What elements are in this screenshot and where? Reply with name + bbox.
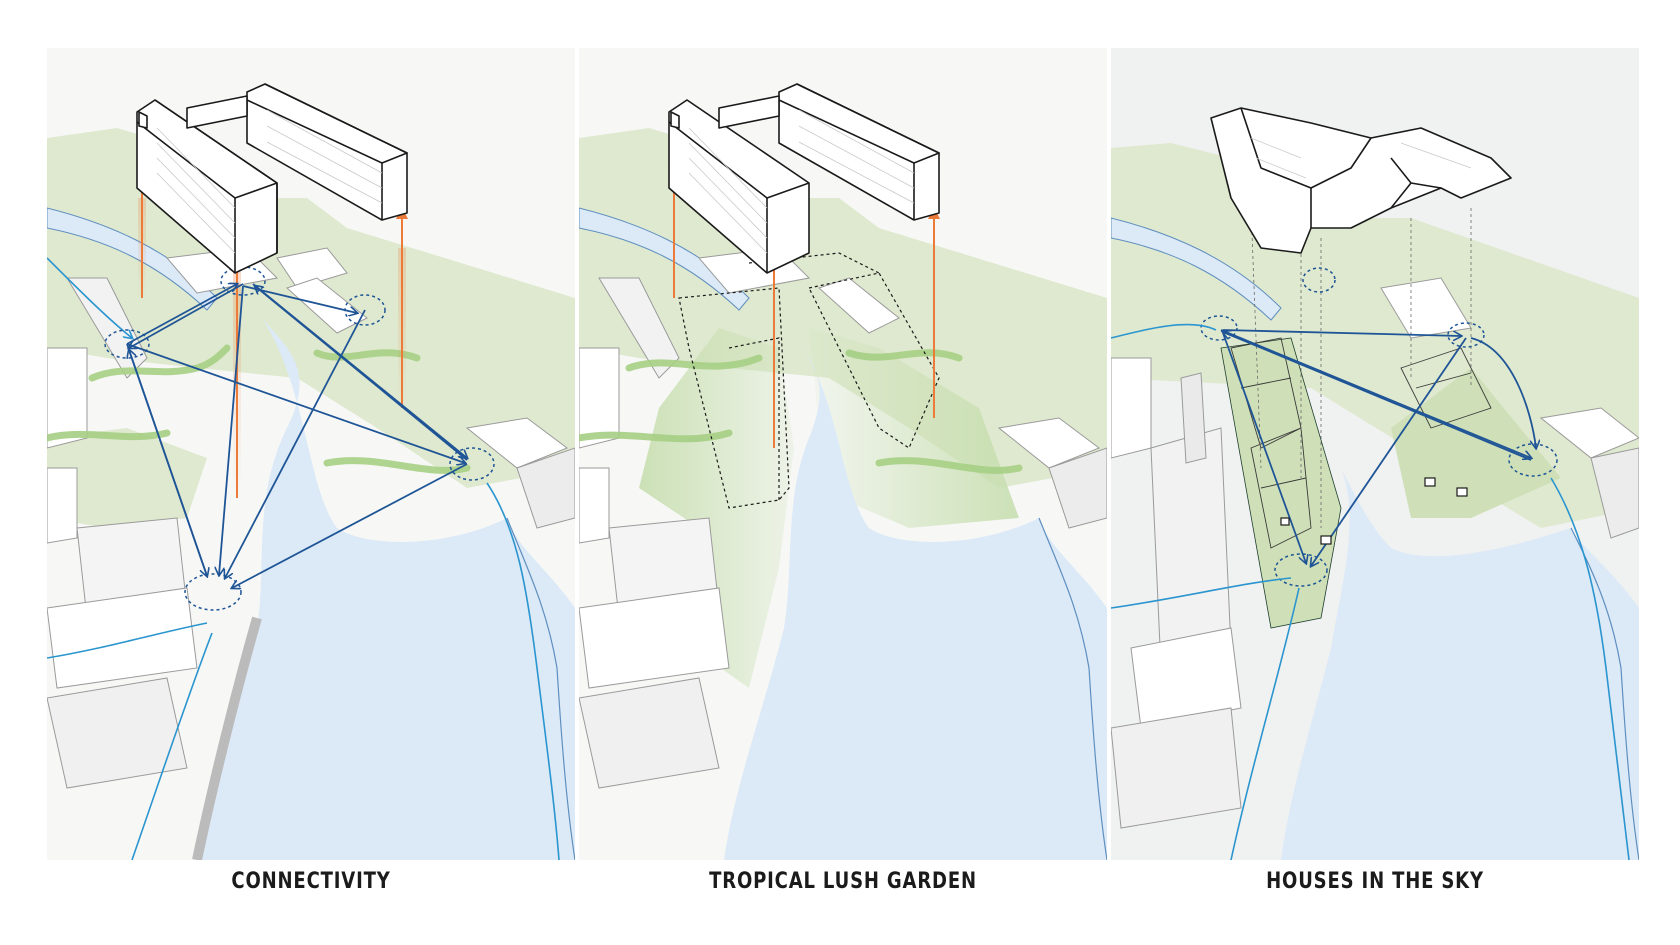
shoreline: [1038, 517, 1107, 860]
water-body: [724, 338, 1107, 860]
canal: [47, 207, 218, 311]
small-pavilions: [1280, 477, 1468, 545]
panel-connectivity: [47, 48, 575, 860]
houses-in-sky-diagram: [1111, 48, 1639, 860]
road: [192, 616, 262, 860]
green-land-left: [47, 428, 207, 528]
caption-houses-in-the-sky: HOUSES IN THE SKY: [1266, 869, 1484, 894]
shoreline: [1570, 527, 1639, 860]
light-blue-path: [486, 482, 560, 860]
canal: [1111, 217, 1282, 321]
light-blue-path: [131, 632, 213, 860]
garden-zone-left: [639, 328, 794, 688]
tower-buildings: [668, 83, 940, 274]
network-arrows: [1221, 329, 1536, 566]
garden-zone-right: [809, 328, 1019, 528]
light-blue-path: [47, 257, 132, 338]
connection-nodes: [1200, 267, 1558, 587]
context-buildings: [47, 247, 575, 789]
water-body: [197, 318, 575, 860]
context-buildings: [579, 247, 1107, 789]
caption-tropical-lush-garden: TROPICAL LUSH GARDEN: [709, 869, 977, 894]
shoreline: [506, 517, 575, 860]
tower-buildings: [136, 83, 408, 274]
panel-houses-in-the-sky: [1111, 48, 1639, 860]
sky-houses: [1210, 107, 1512, 254]
garden-diagram: [579, 83, 1107, 860]
light-blue-path: [47, 622, 208, 659]
orange-arrows: [136, 150, 408, 498]
caption-connectivity: CONNECTIVITY: [231, 869, 391, 894]
light-blue-paths: [1111, 323, 1630, 860]
connectivity-diagram: [47, 83, 575, 860]
context-buildings: [1111, 277, 1639, 829]
water-body: [1281, 468, 1639, 860]
panel-tropical-lush-garden: [579, 48, 1107, 860]
network-arrows: [127, 284, 467, 588]
canal: [579, 207, 750, 311]
